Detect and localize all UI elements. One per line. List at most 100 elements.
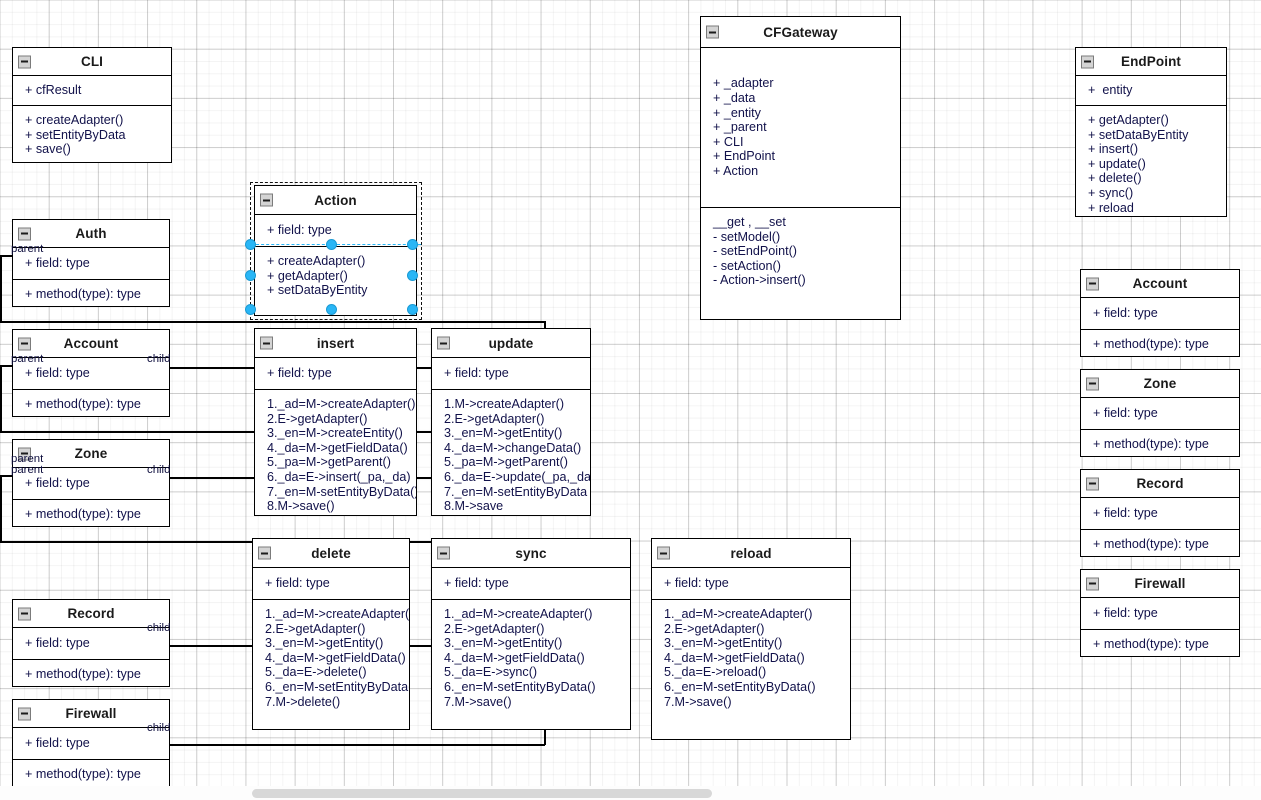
uml-method-row: 7.M->save() — [444, 694, 512, 709]
uml-methods-compartment: + createAdapter()+ setEntityByData+ save… — [13, 105, 171, 162]
uml-class-zone-right[interactable]: Zone+ field: type+ method(type): type — [1080, 369, 1240, 457]
uml-method-row: 1.M->createAdapter() — [444, 397, 565, 411]
uml-class-record-left[interactable]: Record+ field: type+ method(type): type — [12, 599, 170, 687]
resize-handle-1[interactable] — [326, 239, 337, 250]
uml-class-action[interactable]: Action + field: type+ createAdapter()+ ge… — [254, 185, 417, 316]
resize-handle-4[interactable] — [407, 270, 418, 281]
connector-auth-to-box — [0, 255, 14, 257]
uml-method-list: + createAdapter()+ setEntityByData+ save… — [13, 106, 171, 161]
uml-title-compartment: Firewall — [13, 700, 169, 727]
collapse-minus-icon[interactable] — [258, 546, 271, 560]
collapse-minus-icon[interactable] — [18, 227, 31, 240]
collapse-minus-icon[interactable] — [18, 337, 31, 350]
uml-method-list: + createAdapter()+ getAdapter()+ setData… — [255, 247, 416, 302]
uml-method-row: + insert() — [1088, 142, 1139, 157]
collapse-minus-icon[interactable] — [260, 336, 273, 350]
collapse-minus-icon[interactable] — [437, 546, 450, 560]
uml-title-compartment: Action — [255, 186, 416, 214]
uml-class-name: Action — [314, 192, 357, 208]
collapse-minus-icon[interactable] — [18, 707, 31, 720]
uml-class-cli[interactable]: CLI+ cfResult+ createAdapter()+ setEntit… — [12, 47, 172, 163]
uml-methods-compartment: + method(type): type — [1081, 429, 1239, 456]
collapse-minus-icon[interactable] — [18, 607, 31, 620]
uml-attribute-list: + field: type — [1081, 598, 1239, 629]
uml-attribute-list: + field: type — [1081, 298, 1239, 329]
uml-attributes-compartment: + field: type — [1081, 497, 1239, 529]
uml-method-row: + method(type): type — [1093, 637, 1209, 651]
uml-method-row: 2.E->getAdapter() — [664, 621, 765, 636]
uml-method-list: + method(type): type — [1081, 630, 1239, 656]
assoc-label-child-zone: child — [147, 464, 171, 476]
uml-title-compartment: CFGateway — [701, 17, 900, 47]
uml-class-endpoint[interactable]: EndPoint+ entity+ getAdapter()+ setDataB… — [1075, 47, 1227, 217]
uml-method-list: 1._ad=M->createAdapter()2.E->getAdapter(… — [255, 390, 416, 515]
uml-methods-compartment: + method(type): type — [1081, 329, 1239, 356]
uml-method-list: + method(type): type — [13, 660, 169, 686]
uml-class-auth-left[interactable]: Auth+ field: type+ method(type): type — [12, 219, 170, 307]
uml-methods-compartment: + method(type): type — [13, 279, 169, 306]
uml-class-name: Record — [1136, 476, 1184, 491]
resize-handle-0[interactable] — [245, 239, 256, 250]
uml-method-row: + setEntityByData — [25, 127, 126, 142]
uml-class-cfgateway[interactable]: CFGateway+ _adapter+ _data+ _entity+ _pa… — [700, 16, 901, 320]
uml-methods-compartment: + method(type): type — [1081, 629, 1239, 656]
uml-method-row: - Action->insert() — [713, 273, 806, 288]
uml-attribute-list: + field: type — [13, 728, 169, 759]
uml-method-list: + method(type): type — [13, 390, 169, 416]
uml-method-row: 5._pa=M->getParent() — [267, 455, 391, 470]
uml-method-row: 1._ad=M->createAdapter() — [664, 607, 813, 621]
uml-method-row: 2.E->getAdapter() — [267, 411, 368, 426]
uml-class-zone-left[interactable]: Zone+ field: type+ method(type): type — [12, 439, 170, 527]
uml-class-firewall-left[interactable]: Firewall+ field: type+ method(type): typ… — [12, 699, 170, 787]
resize-handle-2[interactable] — [407, 239, 418, 250]
uml-attribute-list: + cfResult — [13, 76, 171, 105]
collapse-minus-icon[interactable] — [1086, 277, 1099, 290]
uml-method-row: + setDataByEntity — [267, 283, 368, 298]
uml-attribute-list: + field: type — [255, 358, 416, 389]
uml-attribute-row: + field: type — [25, 256, 90, 271]
collapse-minus-icon[interactable] — [1086, 377, 1099, 390]
resize-handle-7[interactable] — [407, 304, 418, 315]
uml-class-record-right[interactable]: Record+ field: type+ method(type): type — [1080, 469, 1240, 557]
uml-attribute-row: + field: type — [267, 366, 332, 381]
collapse-minus-icon[interactable] — [1086, 477, 1099, 490]
uml-method-list: + method(type): type — [13, 760, 169, 786]
uml-class-account-left[interactable]: Account+ field: type+ method(type): type — [12, 329, 170, 417]
uml-method-row: - setModel() — [713, 229, 781, 244]
uml-method-row: 7._en=M-setEntityByData — [444, 484, 588, 499]
uml-method-row: 5._da=E->reload() — [664, 665, 767, 680]
collapse-minus-icon[interactable] — [1081, 55, 1094, 68]
collapse-minus-icon[interactable] — [1086, 577, 1099, 590]
collapse-minus-icon[interactable] — [18, 55, 31, 68]
uml-methods-compartment: + method(type): type — [13, 759, 169, 786]
uml-attribute-row: + entity — [1088, 83, 1133, 98]
uml-class-account-right[interactable]: Account+ field: type+ method(type): type — [1080, 269, 1240, 357]
uml-method-list: 1._ad=M->createAdapter()2.E->getAdapter(… — [432, 600, 630, 713]
uml-methods-compartment: 1._ad=M->createAdapter()2.E->getAdapter(… — [432, 599, 630, 729]
collapse-minus-icon[interactable] — [657, 546, 670, 560]
uml-attribute-list: + field: type — [432, 358, 590, 389]
resize-handle-3[interactable] — [245, 270, 256, 281]
uml-method-row: - setEndPoint() — [713, 244, 797, 259]
resize-handle-6[interactable] — [326, 304, 337, 315]
uml-class-name: Zone — [1143, 376, 1177, 391]
uml-attribute-list: + field: type — [255, 215, 416, 246]
collapse-minus-icon[interactable] — [260, 193, 273, 207]
uml-method-row: + method(type): type — [25, 667, 141, 681]
horizontal-scrollbar-thumb[interactable] — [252, 789, 712, 798]
uml-class-name: EndPoint — [1120, 54, 1182, 69]
uml-class-name: update — [488, 335, 534, 351]
resize-handle-5[interactable] — [245, 304, 256, 315]
collapse-minus-icon[interactable] — [706, 25, 719, 39]
horizontal-scrollbar[interactable] — [0, 786, 1261, 800]
collapse-minus-icon[interactable] — [437, 336, 450, 350]
uml-method-list: __get , __set- setModel()- setEndPoint()… — [701, 208, 900, 292]
uml-class-firewall-right[interactable]: Firewall+ field: type+ method(type): typ… — [1080, 569, 1240, 657]
collapse-minus-icon[interactable] — [18, 447, 31, 460]
